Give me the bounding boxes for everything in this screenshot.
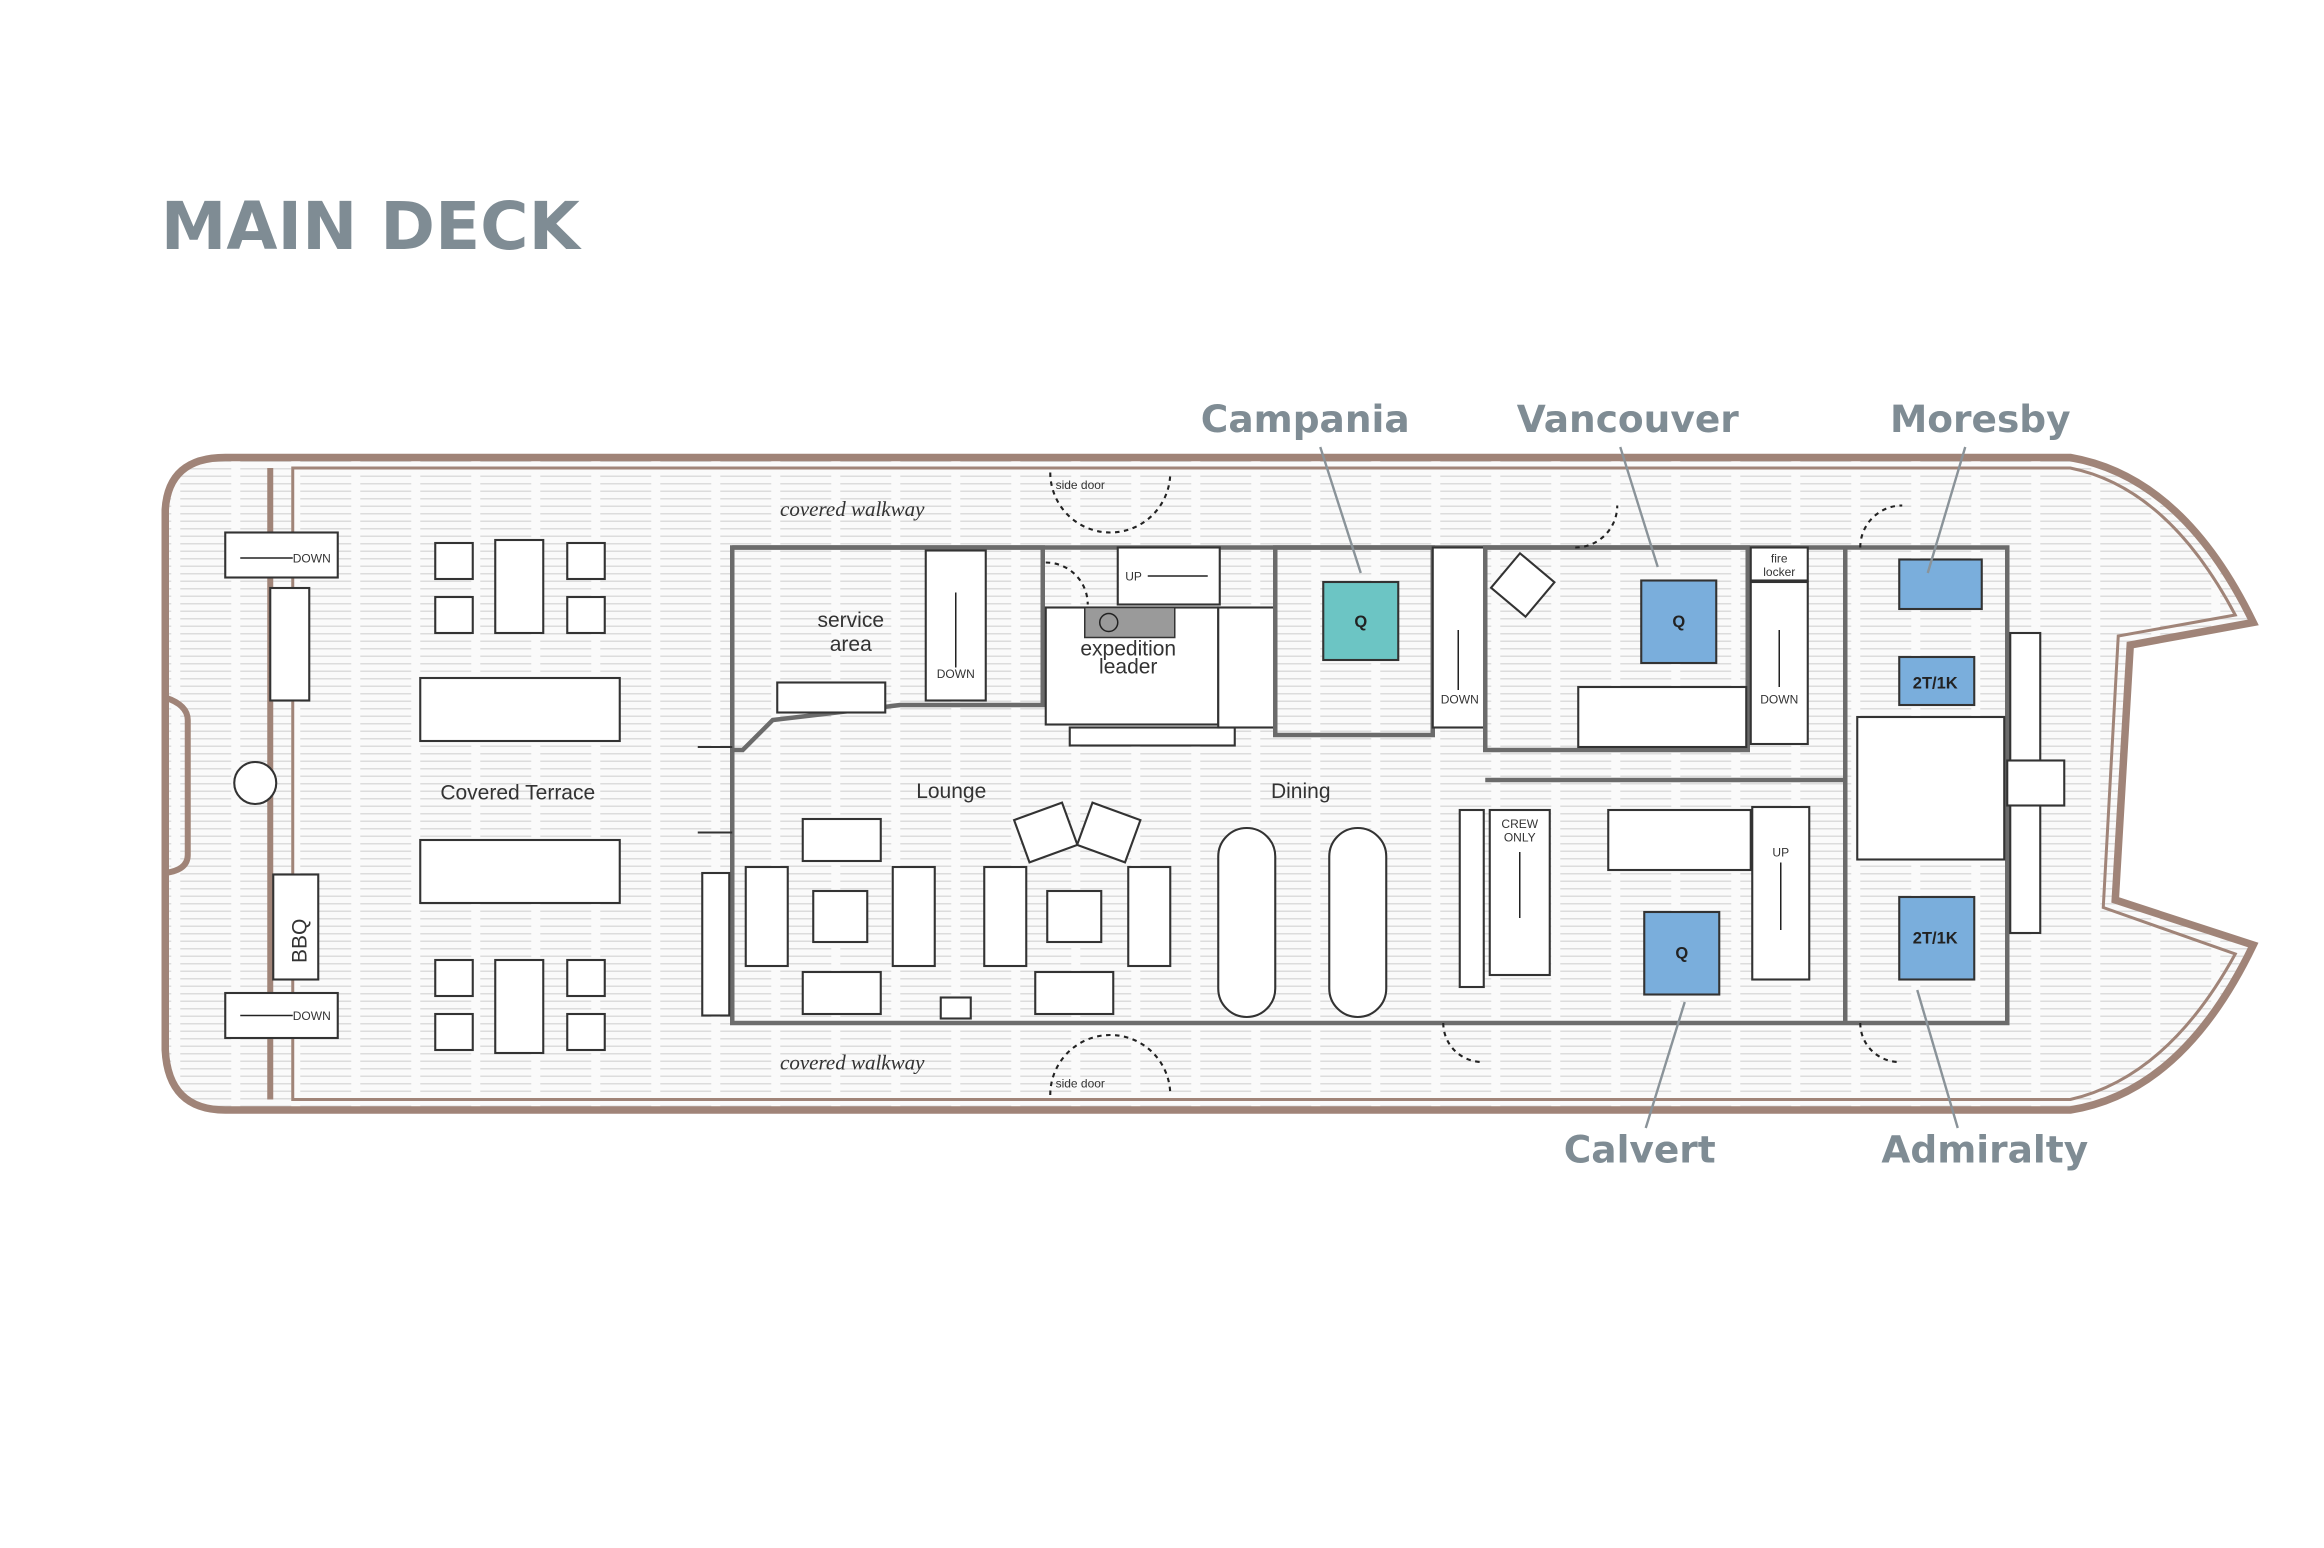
hull-inner-line xyxy=(291,466,2238,1101)
bow-stair[interactable] xyxy=(2006,759,2066,807)
crew-only-label-2: ONLY xyxy=(1504,831,1536,845)
bathroom xyxy=(1217,606,1277,729)
door[interactable] xyxy=(1859,504,1903,548)
bench xyxy=(269,586,311,702)
door[interactable] xyxy=(1045,561,1089,605)
bbq-label: BBQ xyxy=(288,919,311,963)
stair-label: UP xyxy=(1772,846,1789,860)
door[interactable] xyxy=(1859,1022,1900,1064)
bbq: BBQ xyxy=(272,873,320,981)
fire-locker-label-2: locker xyxy=(1763,565,1795,579)
page-title: MAIN DECK xyxy=(161,188,583,265)
bed-size: 2T/1K xyxy=(1913,675,1958,693)
stair-label: UP xyxy=(1125,570,1142,584)
bathroom xyxy=(1607,808,1752,872)
stair-down-2[interactable]: DOWN xyxy=(1749,580,1809,746)
stern-stair-bottom[interactable]: DOWN xyxy=(224,991,339,1040)
leader-line xyxy=(1916,989,1959,1129)
dining-tables xyxy=(1217,826,1388,1019)
stern-stair-top[interactable]: DOWN xyxy=(224,531,339,579)
bed-size: 2T/1K xyxy=(1913,930,1958,948)
service-area-label: service xyxy=(817,609,884,632)
walkway-bottom-label: covered walkway xyxy=(780,1051,925,1075)
dining-label: Dining xyxy=(1271,780,1331,803)
calvert-bed xyxy=(1643,910,1721,996)
fire-locker-label: fire xyxy=(1771,552,1788,566)
stern-bump xyxy=(164,694,191,876)
stair-label: DOWN xyxy=(937,667,975,681)
sink-icon xyxy=(1099,612,1119,633)
lounge-label: Lounge xyxy=(916,780,986,803)
stair-label: DOWN xyxy=(293,552,331,566)
desk xyxy=(1084,606,1176,639)
fire-locker: fire locker xyxy=(1749,546,1809,582)
side-door-bottom[interactable] xyxy=(1049,1033,1172,1096)
life-ring xyxy=(233,760,278,806)
terrace-furniture xyxy=(419,538,621,1055)
cabin-label-vancouver: Vancouver xyxy=(1517,397,1740,441)
bathroom xyxy=(1577,685,1748,749)
moresby-bed xyxy=(1898,558,1983,611)
stair-up-2[interactable]: UP xyxy=(1751,805,1811,981)
expedition-leader-label-2: leader xyxy=(1099,656,1157,679)
counter xyxy=(776,681,887,714)
side-door-top[interactable] xyxy=(1049,472,1172,534)
covered-terrace-label: Covered Terrace xyxy=(440,782,595,805)
service-area-label-2: area xyxy=(830,633,872,656)
hull-outline xyxy=(161,453,2259,1114)
leader-line xyxy=(1319,446,1362,574)
stair-label: DOWN xyxy=(1760,693,1798,707)
stair-down-1[interactable]: DOWN xyxy=(1431,546,1487,729)
lounge-furniture xyxy=(744,801,1172,1020)
bench xyxy=(1068,726,1236,747)
bed-size: Q xyxy=(1675,945,1688,963)
extra-bed xyxy=(1898,655,1976,707)
service-stair[interactable]: DOWN xyxy=(924,549,987,702)
crew-stair[interactable]: CREW ONLY xyxy=(1488,808,1551,977)
leader-line xyxy=(1926,446,1967,574)
side-bench xyxy=(701,871,731,1017)
terrace-doors[interactable] xyxy=(697,745,733,834)
stair-label: DOWN xyxy=(293,1009,331,1023)
vancouver-cabin xyxy=(1483,545,1750,753)
bed-size: Q xyxy=(1672,613,1685,631)
door[interactable] xyxy=(1575,505,1619,549)
expedition-leader-label: expedition xyxy=(1080,638,1176,661)
service-area-walls xyxy=(732,545,1045,753)
vancouver-bed xyxy=(1640,579,1718,665)
cabin-label-admiralty: Admiralty xyxy=(1881,1128,2088,1172)
stair-label: DOWN xyxy=(1441,693,1479,707)
up-stair[interactable]: UP xyxy=(1116,546,1221,606)
admiralty-bed xyxy=(1898,895,1976,981)
campania-bed xyxy=(1322,580,1400,662)
shared-bathroom xyxy=(1856,715,2006,861)
cabin-label-calvert: Calvert xyxy=(1564,1128,1716,1172)
side-door-top-label: side door xyxy=(1056,478,1105,492)
armchair xyxy=(1489,551,1556,619)
crew-only-label: CREW xyxy=(1501,817,1538,831)
cabin-label-campania: Campania xyxy=(1201,397,1410,441)
door[interactable] xyxy=(1442,1022,1483,1064)
leader-line xyxy=(1619,446,1659,568)
walkway-top-label: covered walkway xyxy=(780,497,925,521)
side-door-bottom-label: side door xyxy=(1056,1077,1105,1091)
bed-size: Q xyxy=(1354,613,1367,631)
leader-line xyxy=(1644,1001,1686,1129)
cabin-label-moresby: Moresby xyxy=(1890,397,2071,441)
side-bench xyxy=(1458,808,1485,989)
